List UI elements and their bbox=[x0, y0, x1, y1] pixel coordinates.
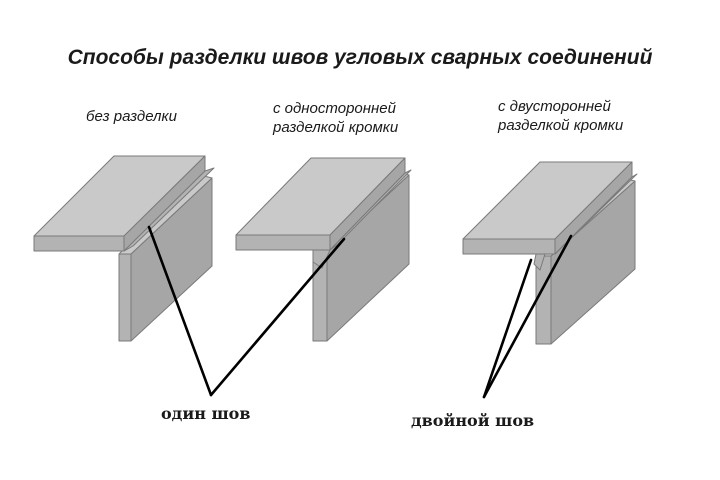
caption-line: разделкой кромки bbox=[498, 117, 624, 134]
joint-one-side-preparation bbox=[235, 157, 412, 342]
joint-two-side-preparation bbox=[462, 161, 638, 345]
leader-joint2 bbox=[209, 237, 346, 397]
caption-no-preparation: без разделки bbox=[86, 107, 177, 126]
caption-line: с односторонней bbox=[273, 100, 396, 117]
joint1-horizontal-plate-front bbox=[33, 235, 125, 252]
caption-one-side-preparation: с односторонней разделкой кромки bbox=[273, 99, 398, 137]
joint3-horizontal-plate-front bbox=[462, 238, 556, 255]
joint3-left-weld bbox=[533, 253, 546, 271]
caption-line: без разделки bbox=[86, 108, 177, 125]
leader-joint1 bbox=[147, 225, 213, 397]
leader-joint3-left bbox=[482, 258, 533, 399]
joint1-weld-seam bbox=[123, 167, 215, 252]
diagram-title: Способы разделки швов угловых сварных со… bbox=[67, 46, 653, 69]
leader-joint3-right bbox=[482, 234, 573, 399]
caption-two-side-preparation: с двусторонней разделкой кромки bbox=[498, 97, 623, 135]
joint1-vertical-plate-front bbox=[118, 253, 132, 342]
joint3-right-weld bbox=[554, 173, 638, 255]
joint3-vertical-plate-front bbox=[535, 255, 552, 345]
joint2-bevel-weld bbox=[312, 249, 331, 269]
joint-no-preparation bbox=[33, 155, 215, 342]
leader-lines bbox=[147, 225, 573, 399]
caption-line: разделкой кромки bbox=[273, 119, 399, 136]
double-seam-label: двойной шов bbox=[411, 411, 535, 430]
single-seam-label: один шов bbox=[161, 404, 251, 423]
joint2-horizontal-plate-front bbox=[235, 234, 331, 251]
joint2-weld-seam bbox=[329, 169, 412, 251]
caption-line: с двусторонней bbox=[498, 98, 611, 115]
